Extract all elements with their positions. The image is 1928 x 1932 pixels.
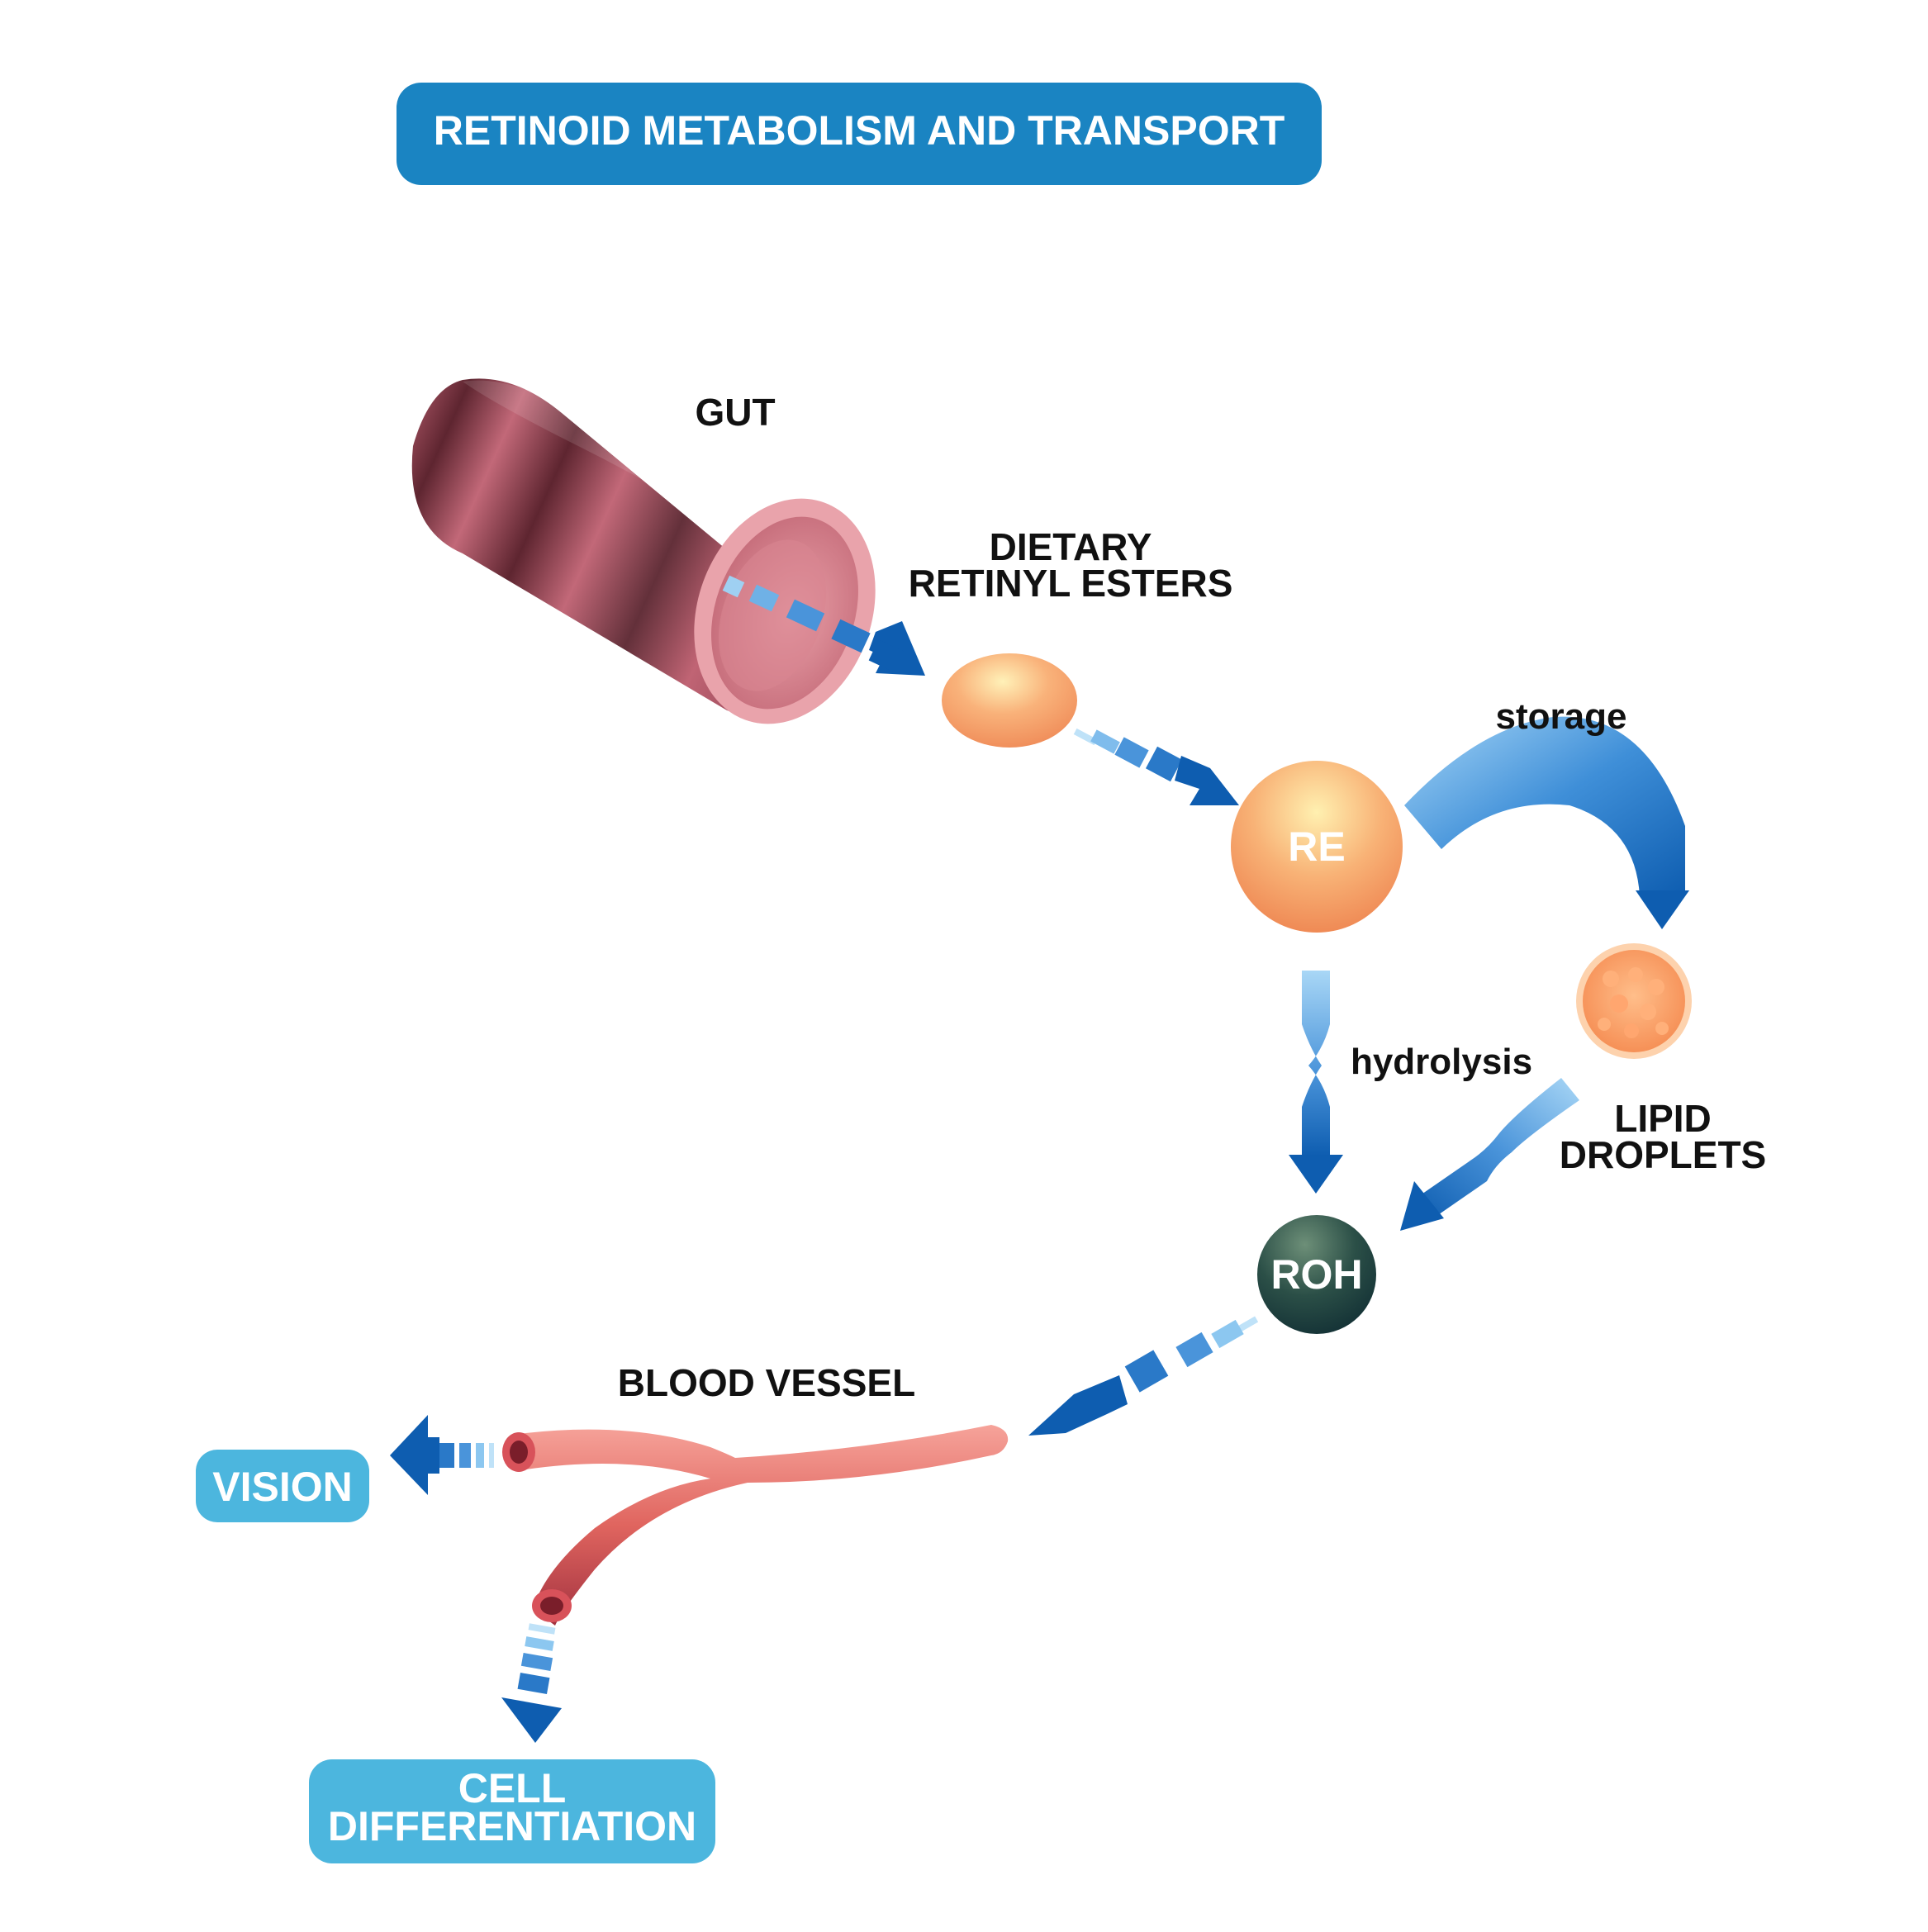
arrow-gut-to-ester: [722, 575, 925, 676]
lipid-droplet: [1576, 943, 1692, 1059]
vision-label: VISION: [212, 1464, 352, 1510]
dietary-label-line2: RETINYL ESTERS: [909, 562, 1233, 605]
cell-label-line2: DIFFERENTIATION: [328, 1803, 696, 1849]
cell-differentiation-outcome: CELL DIFFERENTIATION: [309, 1759, 715, 1863]
hydrolysis-arrow: [1289, 971, 1343, 1194]
arrow-to-cell-differentiation: [501, 1623, 562, 1743]
lipid-label-line2: DROPLETS: [1560, 1133, 1766, 1176]
gut-label: GUT: [695, 391, 775, 434]
arrow-lipid-to-roh: [1400, 1078, 1579, 1231]
arrow-roh-to-vessel: [1028, 1316, 1259, 1436]
hydrolysis-label: hydrolysis: [1351, 1042, 1532, 1082]
blood-vessel-label: BLOOD VESSEL: [618, 1361, 915, 1404]
storage-arrow: [1404, 716, 1689, 929]
cell-label-line1: CELL: [458, 1765, 567, 1811]
roh-node: ROH: [1257, 1215, 1376, 1334]
dietary-label-line1: DIETARY: [990, 525, 1152, 568]
retinyl-ester-particle: [942, 653, 1077, 748]
gut-illustration: [411, 378, 876, 724]
re-node: RE: [1231, 761, 1403, 933]
re-label: RE: [1288, 824, 1345, 870]
lipid-label-line1: LIPID: [1614, 1097, 1712, 1140]
vision-outcome: VISION: [196, 1450, 369, 1522]
storage-label: storage: [1496, 696, 1627, 737]
roh-label: ROH: [1270, 1251, 1362, 1298]
arrow-to-vision: [390, 1415, 494, 1495]
title-banner: RETINOID METABOLISM AND TRANSPORT: [397, 83, 1322, 185]
arrow-ester-to-re: [1073, 728, 1239, 805]
diagram-title: RETINOID METABOLISM AND TRANSPORT: [434, 107, 1285, 154]
blood-vessel: [502, 1425, 1009, 1626]
